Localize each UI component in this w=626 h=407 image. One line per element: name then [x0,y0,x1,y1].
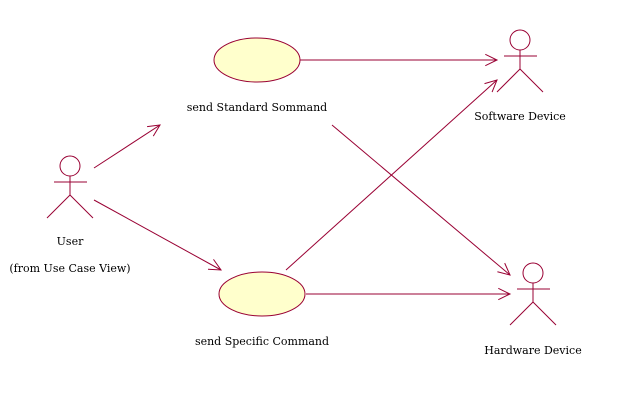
arrowhead-icon [484,79,498,93]
association-user-to-specific[interactable] [93,199,223,271]
actor-software[interactable]: Software Device [474,29,566,123]
usecase-label: send Standard Sommand [187,101,327,114]
usecase-specific[interactable]: send Specific Command [195,271,329,348]
arrowhead-icon [485,53,499,67]
arrowhead-icon [207,259,223,271]
association-standard-to-software[interactable] [300,53,499,67]
usecase-label: send Specific Command [195,335,329,348]
actor-name: Hardware Device [484,344,581,357]
arrowhead-icon [147,124,161,137]
actor-stick-figure-icon [46,155,94,219]
actor-note: (from Use Case View) [9,262,130,275]
actor-stick-figure-icon [509,262,557,326]
actor-user[interactable]: User (from Use Case View) [9,155,131,275]
usecase-ellipse[interactable] [213,37,301,83]
usecase-standard[interactable]: send Standard Sommand [187,37,327,114]
usecase-ellipse[interactable] [218,271,306,317]
actor-stick-figure-icon [496,29,544,93]
actor-name: Software Device [474,110,566,123]
actor-name: User [57,235,84,248]
arrowhead-icon [497,262,511,276]
actor-hardware[interactable]: Hardware Device [484,262,582,357]
association-user-to-standard[interactable] [93,124,161,169]
arrowhead-icon [498,287,512,301]
association-standard-to-hardware[interactable] [331,124,511,276]
association-specific-to-hardware[interactable] [306,287,512,301]
